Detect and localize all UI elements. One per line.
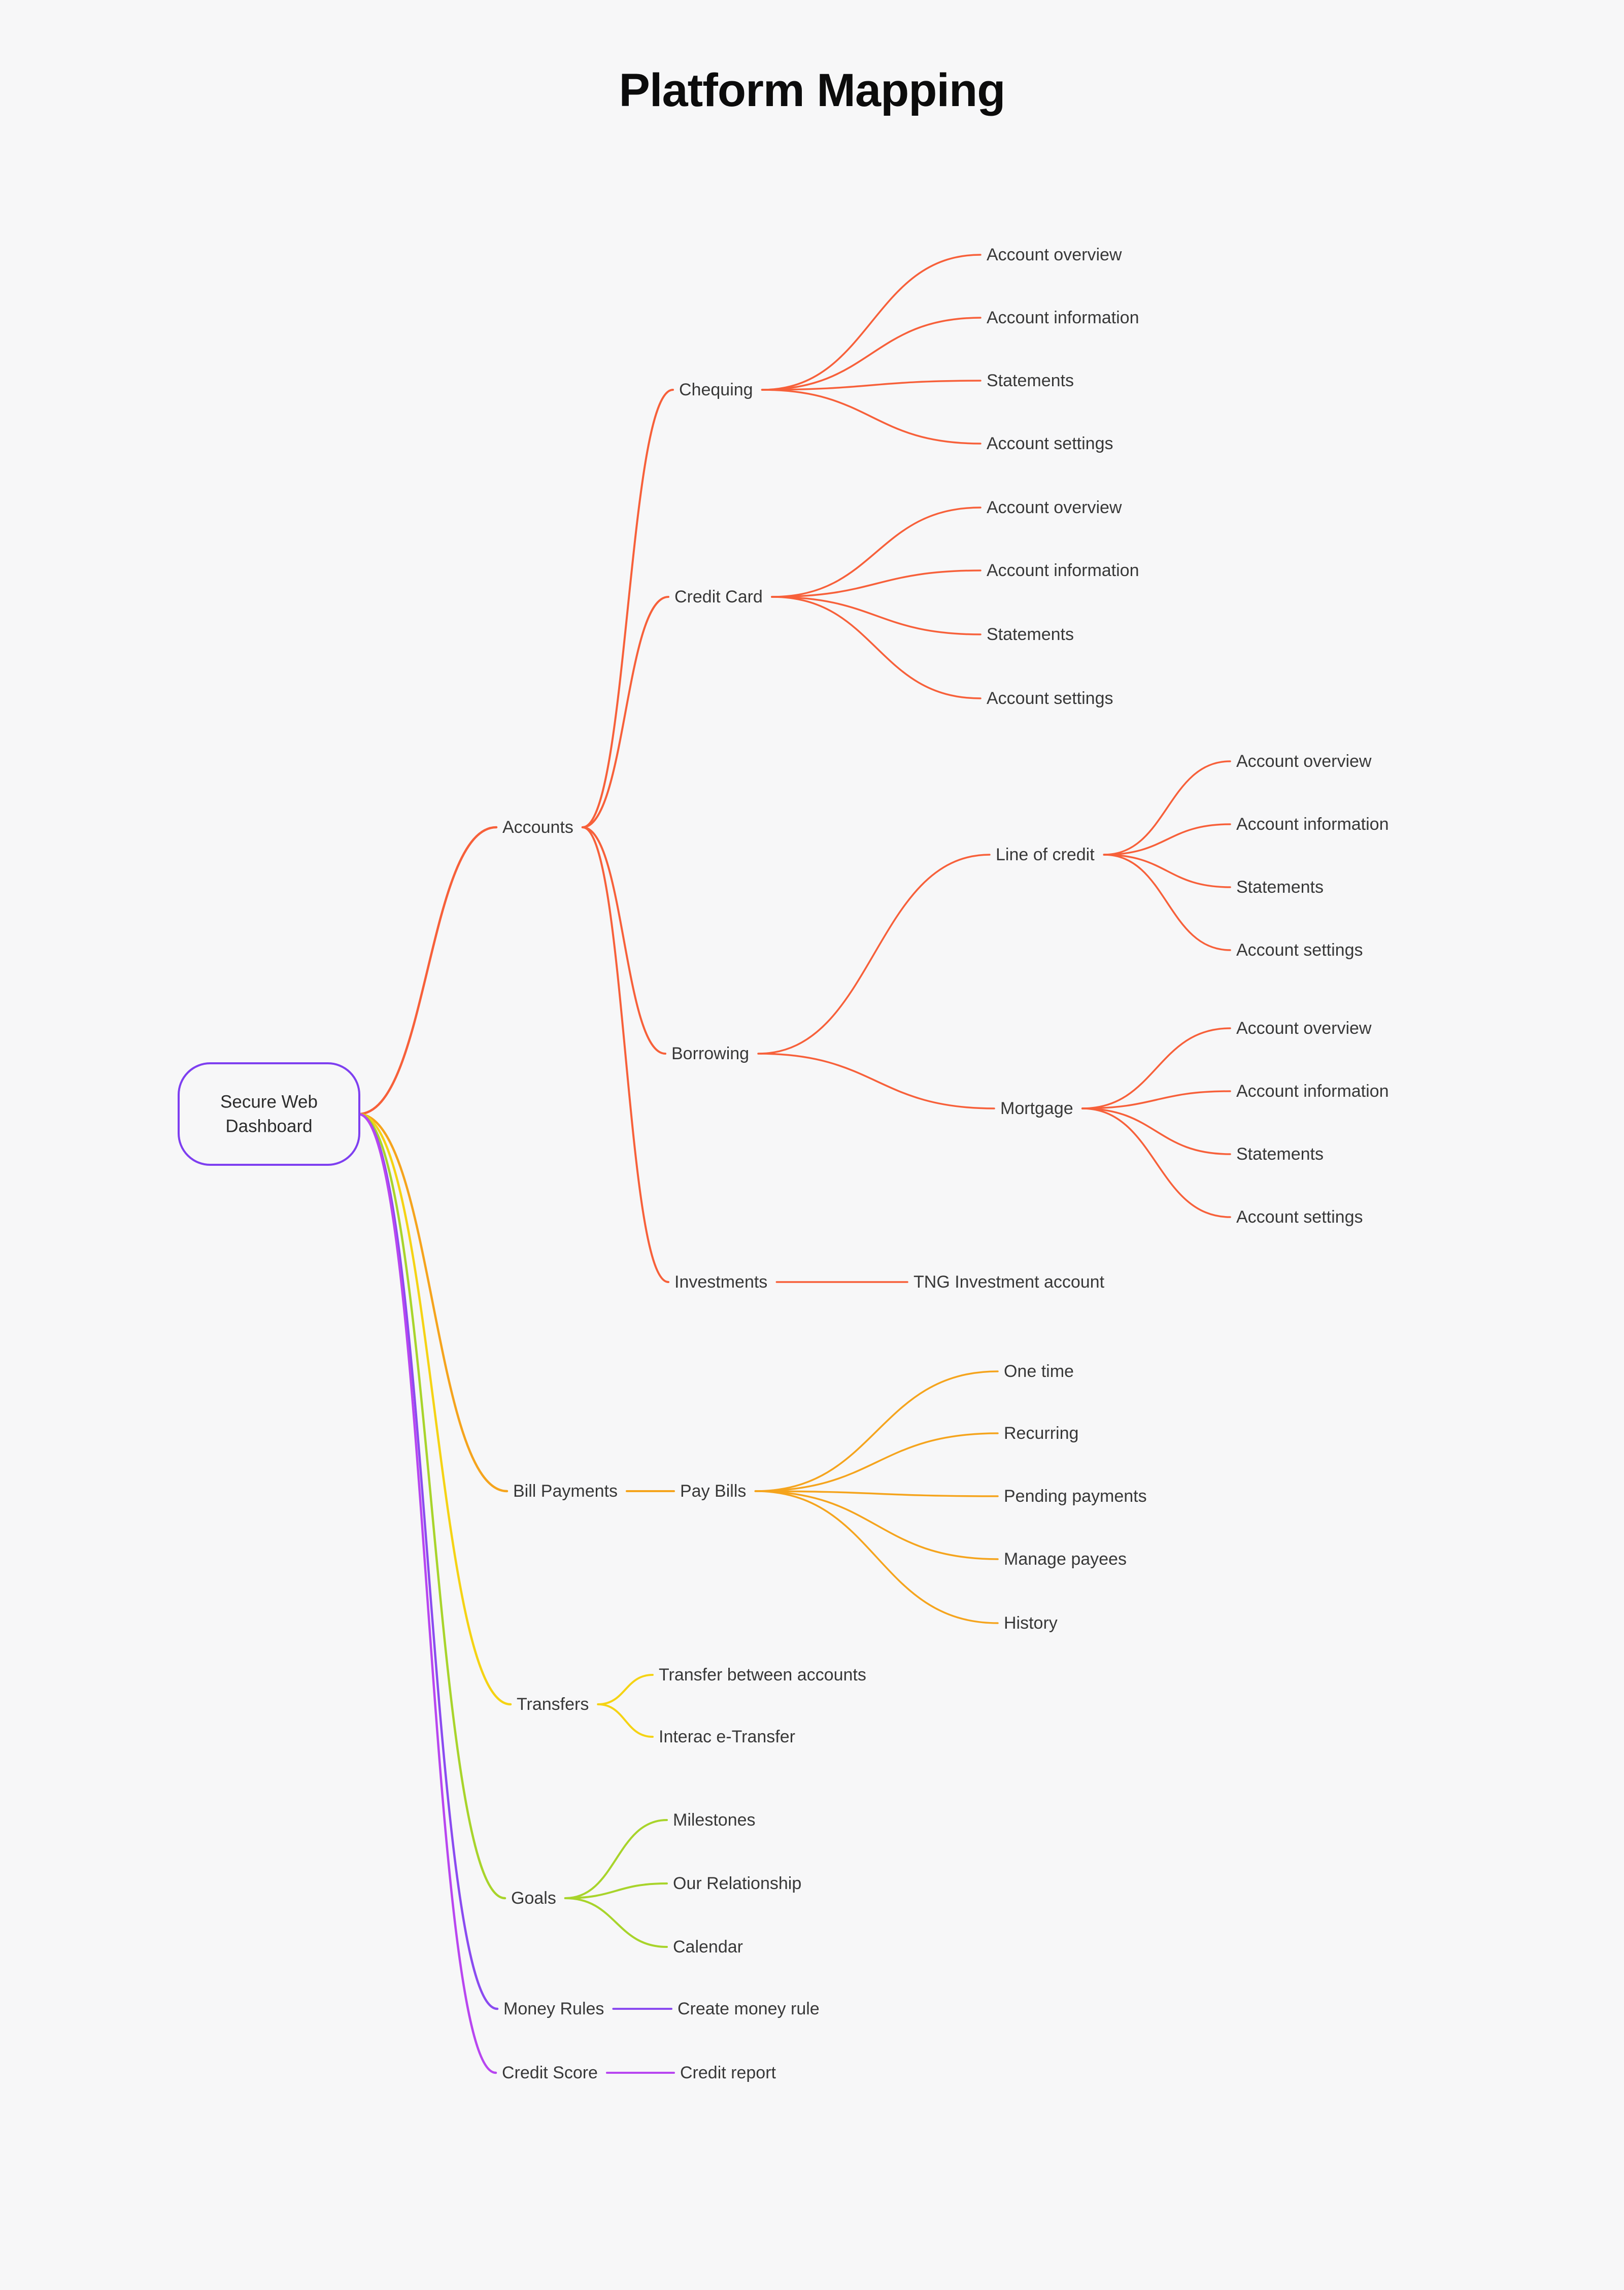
- mindmap-node-money-rules[interactable]: Money Rules: [503, 1999, 604, 2018]
- mindmap-node-manage-payees[interactable]: Manage payees: [1004, 1550, 1127, 1569]
- mindmap-edge: [1103, 854, 1231, 888]
- mindmap-edge: [761, 317, 982, 391]
- mindmap-node-goals[interactable]: Goals: [511, 1889, 556, 1908]
- mindmap-node-borrowing[interactable]: Borrowing: [671, 1044, 749, 1063]
- mindmap-node-account-settings[interactable]: Account settings: [1236, 1207, 1363, 1227]
- mindmap-node-tng-investment-account[interactable]: TNG Investment account: [913, 1272, 1105, 1292]
- mindmap-node-our-relationship[interactable]: Our Relationship: [673, 1874, 801, 1893]
- mindmap-node-statements[interactable]: Statements: [1236, 878, 1324, 897]
- mindmap-node-statements[interactable]: Statements: [1236, 1144, 1324, 1164]
- mindmap-edge: [1103, 854, 1231, 951]
- mindmap-edge: [771, 596, 982, 635]
- mindmap-node-account-settings[interactable]: Account settings: [1236, 940, 1363, 960]
- root-node-label-line-1: Secure Web: [220, 1092, 318, 1112]
- mindmap-node-account-settings[interactable]: Account settings: [987, 689, 1113, 708]
- mindmap-node-bill-payments[interactable]: Bill Payments: [513, 1481, 618, 1501]
- mindmap-edge: [581, 389, 674, 828]
- mindmap-edge: [581, 596, 669, 828]
- mindmap-edge: [754, 1490, 999, 1497]
- mindmap-node-statements[interactable]: Statements: [987, 625, 1074, 644]
- mindmap-node-investments[interactable]: Investments: [674, 1272, 767, 1292]
- mindmap-node-pay-bills[interactable]: Pay Bills: [680, 1481, 746, 1501]
- mindmap-node-history[interactable]: History: [1004, 1613, 1058, 1633]
- mindmap-node-recurring[interactable]: Recurring: [1004, 1424, 1078, 1443]
- mindmap-edge: [581, 826, 669, 1283]
- mindmap-node-credit-score[interactable]: Credit Score: [502, 2063, 598, 2082]
- mindmap-node-milestones[interactable]: Milestones: [673, 1810, 756, 1830]
- mindmap-node-transfer-between-accounts[interactable]: Transfer between accounts: [659, 1665, 866, 1685]
- mindmap-node-accounts[interactable]: Accounts: [502, 818, 573, 837]
- mindmap-edge: [754, 1370, 999, 1492]
- mindmap-edge: [564, 1819, 668, 1899]
- mindmap-node-interac-e-transfer[interactable]: Interac e-Transfer: [659, 1727, 795, 1746]
- mindmap-edge: [771, 596, 982, 699]
- mindmap-node-pending-payments[interactable]: Pending payments: [1004, 1487, 1147, 1506]
- mindmap-node-line-of-credit[interactable]: Line of credit: [996, 845, 1095, 864]
- page-title: Platform Mapping: [619, 64, 1006, 116]
- mindmap-edge: [754, 1432, 999, 1492]
- mindmap-edge: [761, 389, 982, 445]
- mindmap-edge: [1081, 1027, 1231, 1109]
- mindmap-edge: [754, 1490, 999, 1624]
- mindmap-node-account-overview[interactable]: Account overview: [1236, 1019, 1372, 1038]
- mindmap-edge: [357, 1113, 506, 1900]
- mindmap-node-account-information[interactable]: Account information: [987, 308, 1139, 327]
- mindmap-edge: [757, 1053, 995, 1109]
- root-node-box[interactable]: [178, 1062, 360, 1166]
- mindmap-edge: [761, 380, 982, 391]
- root-node-label-line-2: Dashboard: [225, 1117, 312, 1136]
- mindmap-edge: [1081, 1107, 1231, 1155]
- mindmap-node-transfers[interactable]: Transfers: [517, 1695, 589, 1714]
- mindmap-edge: [581, 826, 666, 1055]
- mindmap-edge: [1081, 1090, 1231, 1109]
- mindmap-edge: [357, 1113, 512, 1706]
- mindmap-node-calendar[interactable]: Calendar: [673, 1937, 743, 1957]
- mindmap-edge: [1103, 823, 1231, 856]
- mindmap-edge: [357, 1113, 509, 1493]
- mindmap-edges: [357, 254, 1231, 2074]
- mindmap-edge: [761, 254, 982, 391]
- mindmap-edge: [564, 1882, 668, 1899]
- mindmap-node-account-overview[interactable]: Account overview: [987, 245, 1122, 264]
- mindmap-edge: [564, 1897, 668, 1948]
- mindmap-node-chequing[interactable]: Chequing: [679, 380, 753, 399]
- mindmap-node-statements[interactable]: Statements: [987, 371, 1074, 390]
- mindmap-edge: [357, 1113, 499, 2010]
- mindmap-node-account-information[interactable]: Account information: [987, 561, 1139, 580]
- mindmap-edge: [754, 1490, 999, 1560]
- mindmap-edge: [757, 854, 991, 1055]
- mindmap-node-account-information[interactable]: Account information: [1236, 815, 1389, 834]
- mindmap-node-account-overview[interactable]: Account overview: [1236, 752, 1372, 771]
- mindmap-edge: [771, 569, 982, 598]
- mindmap-node-create-money-rule[interactable]: Create money rule: [678, 1999, 820, 2018]
- mindmap-node-one-time[interactable]: One time: [1004, 1362, 1074, 1381]
- mindmap-edge: [771, 507, 982, 598]
- mindmap-edge: [357, 826, 498, 1116]
- mindmap-edge: [1081, 1107, 1231, 1218]
- mindmap-node-account-settings[interactable]: Account settings: [987, 434, 1113, 453]
- mindmap-edge: [1103, 760, 1231, 856]
- mindmap-edge: [597, 1674, 654, 1705]
- mindmap-node-mortgage[interactable]: Mortgage: [1000, 1099, 1073, 1118]
- mindmap-node-credit-card[interactable]: Credit Card: [674, 587, 763, 607]
- mindmap-edge: [357, 1113, 497, 2074]
- mindmap-node-account-overview[interactable]: Account overview: [987, 498, 1122, 517]
- mindmap-edge: [597, 1703, 654, 1738]
- mindmap-node-credit-report[interactable]: Credit report: [680, 2063, 776, 2082]
- mindmap-node-account-information[interactable]: Account information: [1236, 1082, 1389, 1101]
